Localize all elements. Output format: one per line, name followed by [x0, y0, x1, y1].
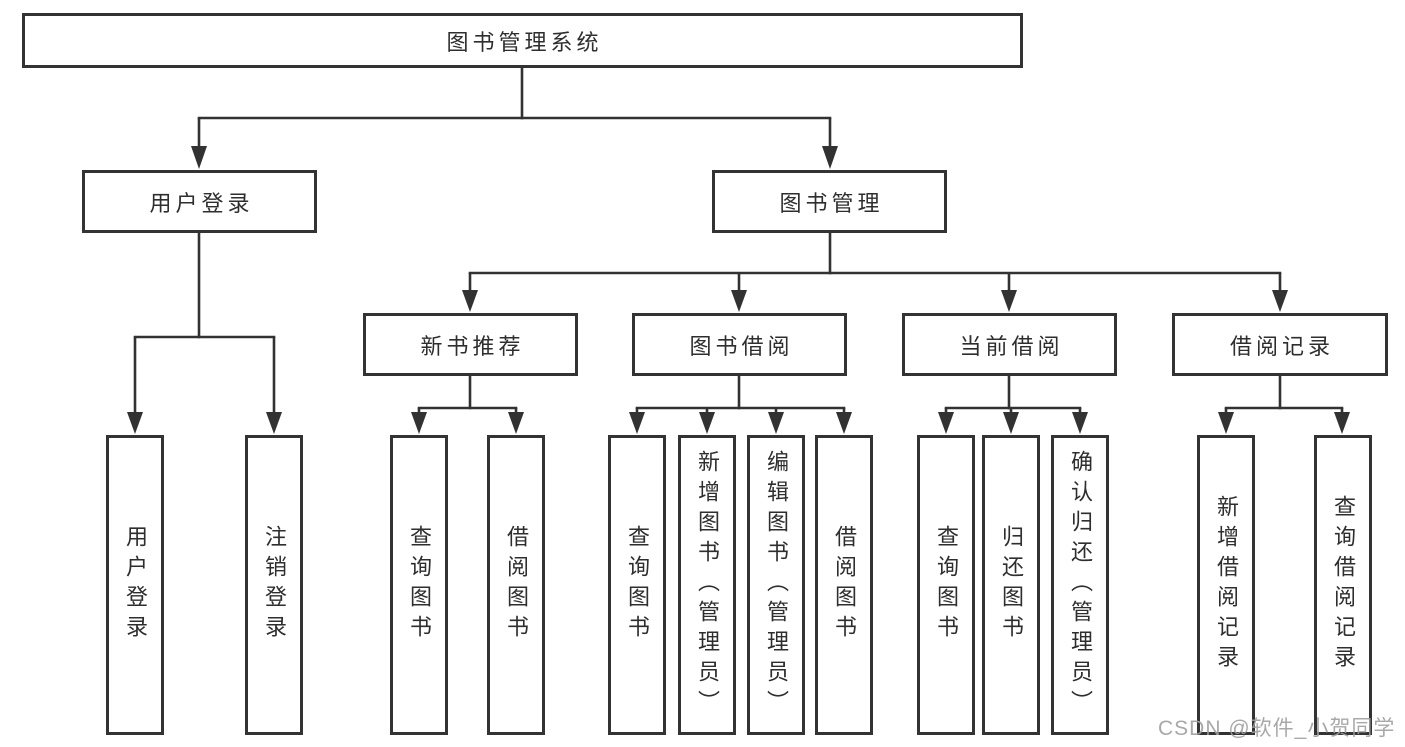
connector-root-to-level2 [191, 68, 838, 169]
node-book-management: 图书管理 [712, 170, 947, 233]
leaf-query-borrow-record: 查询借阅记录 [1314, 435, 1372, 735]
node-user-login-label: 用户登录 [149, 190, 254, 216]
node-borrowing-records-label: 借阅记录 [1229, 333, 1334, 359]
leaf-logout: 注销登录 [245, 435, 303, 735]
node-new-book-recommendation-label: 新书推荐 [420, 333, 525, 359]
leaf-query-borrow-record-label: 查询借阅记录 [1331, 495, 1356, 675]
node-new-book-recommendation: 新书推荐 [363, 313, 578, 376]
node-root-library-management-system: 图书管理系统 [22, 13, 1023, 68]
connector-user-login-to-leaves [127, 233, 282, 434]
node-book-borrowing-label: 图书借阅 [689, 333, 794, 359]
leaf-query-books-3: 查询图书 [917, 435, 975, 735]
connector-new-book-rec-to-leaves [411, 376, 524, 434]
node-current-borrowing: 当前借阅 [902, 313, 1117, 376]
leaf-return-books-label: 归还图书 [999, 525, 1024, 645]
leaf-logout-label: 注销登录 [262, 525, 287, 645]
leaf-add-borrow-record-label: 新增借阅记录 [1214, 495, 1239, 675]
leaf-borrow-books-2-label: 借阅图书 [832, 525, 857, 645]
leaf-query-books-1: 查询图书 [390, 435, 448, 735]
leaf-edit-books-admin: 编辑图书（管理员） [747, 435, 805, 735]
leaf-return-books: 归还图书 [982, 435, 1040, 735]
leaf-query-books-2: 查询图书 [608, 435, 666, 735]
leaf-confirm-return-admin-label: 确认归还（管理员） [1068, 450, 1093, 720]
node-borrowing-records: 借阅记录 [1172, 313, 1388, 376]
node-book-management-label: 图书管理 [779, 190, 884, 216]
connector-book-borrowing-to-leaves [629, 376, 852, 434]
leaf-query-books-1-label: 查询图书 [407, 525, 432, 645]
leaf-add-borrow-record: 新增借阅记录 [1197, 435, 1255, 735]
leaf-borrow-books-1-label: 借阅图书 [504, 525, 529, 645]
leaf-user-login-label: 用户登录 [123, 525, 148, 645]
leaf-borrow-books-2: 借阅图书 [815, 435, 873, 735]
leaf-user-login: 用户登录 [106, 435, 164, 735]
node-root-label: 图书管理系统 [446, 29, 603, 55]
connector-borrowing-records-to-leaves [1218, 376, 1350, 434]
leaf-add-books-admin: 新增图书（管理员） [678, 435, 736, 735]
leaf-confirm-return-admin: 确认归还（管理员） [1051, 435, 1109, 735]
connector-current-borrowing-to-leaves [938, 376, 1088, 434]
node-book-borrowing: 图书借阅 [632, 313, 847, 376]
leaf-query-books-3-label: 查询图书 [934, 525, 959, 645]
leaf-add-books-admin-label: 新增图书（管理员） [695, 450, 720, 720]
node-user-login: 用户登录 [82, 170, 317, 233]
node-current-borrowing-label: 当前借阅 [959, 333, 1064, 359]
leaf-query-books-2-label: 查询图书 [625, 525, 650, 645]
connector-book-management-to-level3 [462, 233, 1288, 312]
csdn-watermark: CSDN @软件_小贺同学 [1158, 717, 1396, 740]
leaf-borrow-books-1: 借阅图书 [487, 435, 545, 735]
leaf-edit-books-admin-label: 编辑图书（管理员） [764, 450, 789, 720]
